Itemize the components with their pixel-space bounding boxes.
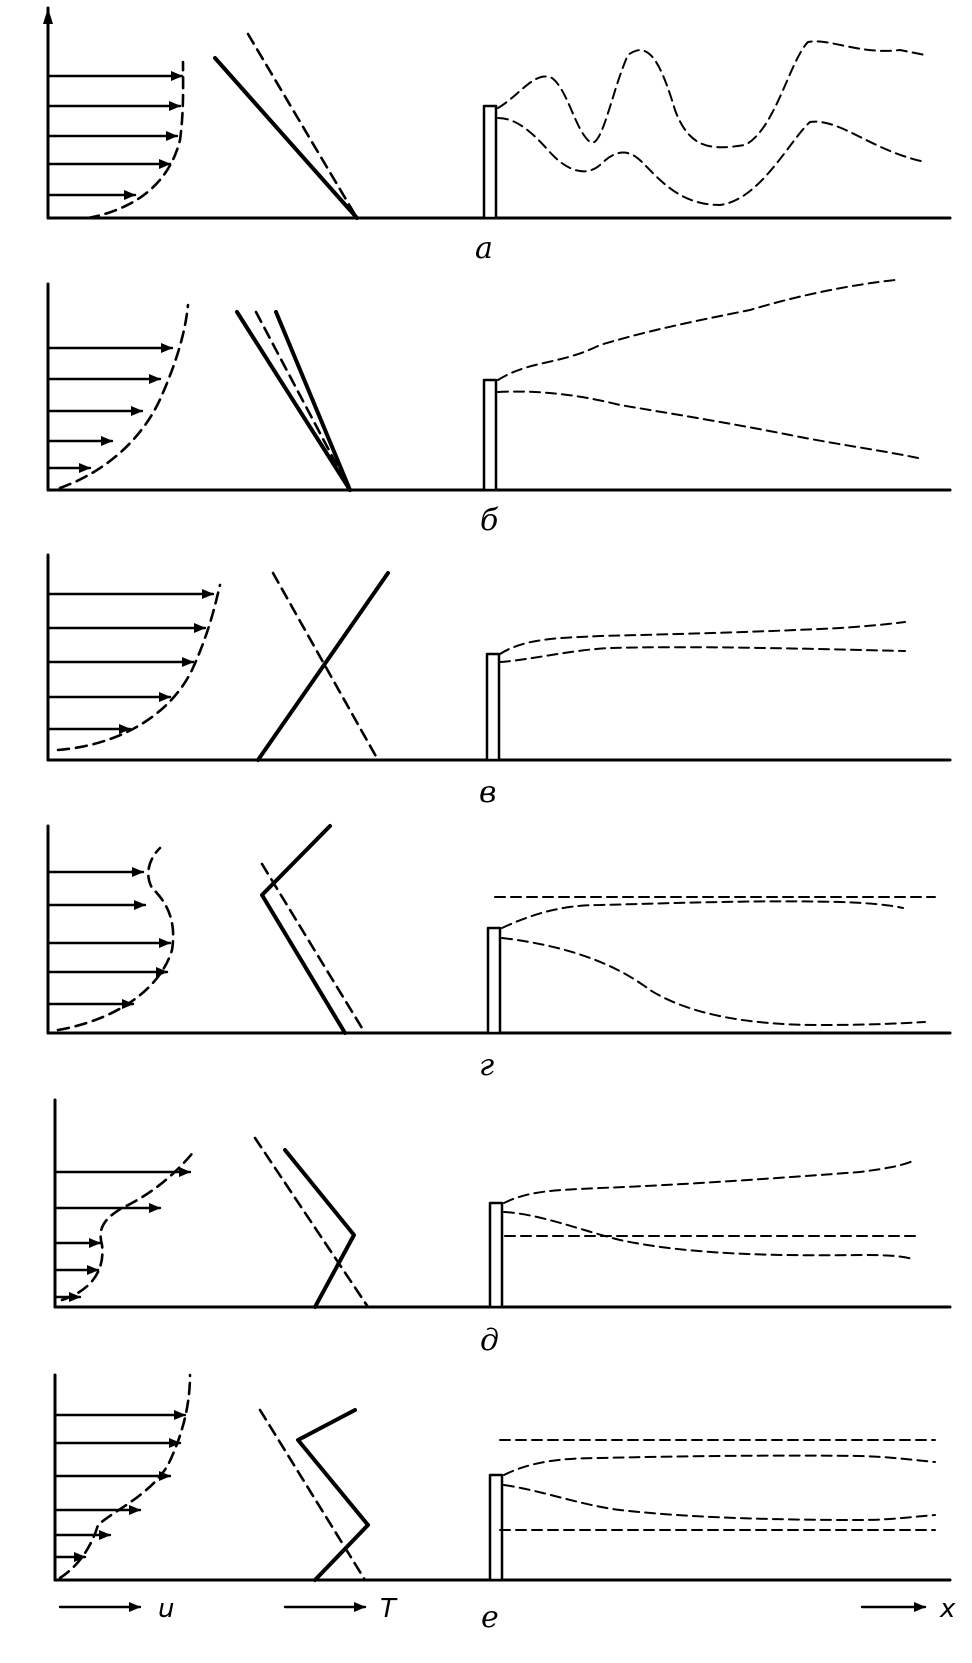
plume-lower-edge xyxy=(497,390,919,459)
panel-label: д xyxy=(480,1323,499,1358)
panel-c: в xyxy=(46,553,952,810)
plume-lower-edge xyxy=(501,937,926,1026)
panel-b: б xyxy=(46,279,952,538)
smokestack xyxy=(482,378,498,492)
adiabatic-lapse-rate xyxy=(253,1136,370,1309)
temperature-profile xyxy=(260,824,347,1035)
plume-upper-edge xyxy=(501,900,904,929)
adiabatic-lapse-rate xyxy=(258,1408,367,1582)
panel-label: а xyxy=(475,231,493,266)
panel-label: г xyxy=(479,1048,494,1083)
axis-legend: u T x xyxy=(58,1594,956,1624)
panel-label: е xyxy=(481,1600,499,1635)
adiabatic-lapse-rate xyxy=(254,310,352,492)
smokestack xyxy=(488,1473,504,1582)
adiabatic-lapse-rate xyxy=(260,862,367,1035)
temperature-profile xyxy=(274,310,352,492)
wind-profile-curve xyxy=(58,303,190,490)
adiabatic-lapse-rate xyxy=(246,32,359,220)
plume-lower-edge xyxy=(499,646,906,663)
plume-upper-edge xyxy=(499,621,906,655)
x-axis-label: x xyxy=(939,1594,956,1624)
plume-upper-edge xyxy=(497,279,896,381)
plume-lower-edge xyxy=(503,1211,916,1261)
adiabatic-lapse-rate xyxy=(271,571,380,762)
wind-profile-curve xyxy=(56,583,222,752)
wind-profile-curve xyxy=(60,1148,197,1302)
temperature-profile xyxy=(296,1408,370,1582)
plume-lower-edge xyxy=(503,1484,936,1521)
plume-upper-edge xyxy=(497,40,926,149)
panel-d: г xyxy=(46,824,952,1083)
wind-profile-curve xyxy=(56,846,175,1032)
plume-lower-edge xyxy=(497,117,926,206)
temperature-profile xyxy=(256,571,390,762)
u-axis-label: u xyxy=(158,1594,174,1624)
panel-label: в xyxy=(479,775,496,810)
smokestack xyxy=(486,926,502,1035)
smokestack xyxy=(485,652,501,762)
temperature-profile xyxy=(213,56,359,220)
T-axis-label: T xyxy=(380,1594,398,1624)
smokestack xyxy=(488,1201,504,1309)
wind-profile-curve xyxy=(86,60,185,220)
panel-e: д xyxy=(53,1098,952,1358)
plume-upper-edge xyxy=(503,1454,936,1476)
panel-f: е xyxy=(53,1373,952,1635)
temperature-profile xyxy=(283,1148,356,1309)
smokestack xyxy=(482,104,498,220)
wind-profile-curve xyxy=(58,1373,192,1580)
temperature-profile xyxy=(235,310,352,492)
panel-label: б xyxy=(480,503,499,538)
plume-upper-edge xyxy=(503,1159,916,1204)
axis-arrowhead xyxy=(43,8,53,24)
panel-a: а xyxy=(43,6,952,266)
